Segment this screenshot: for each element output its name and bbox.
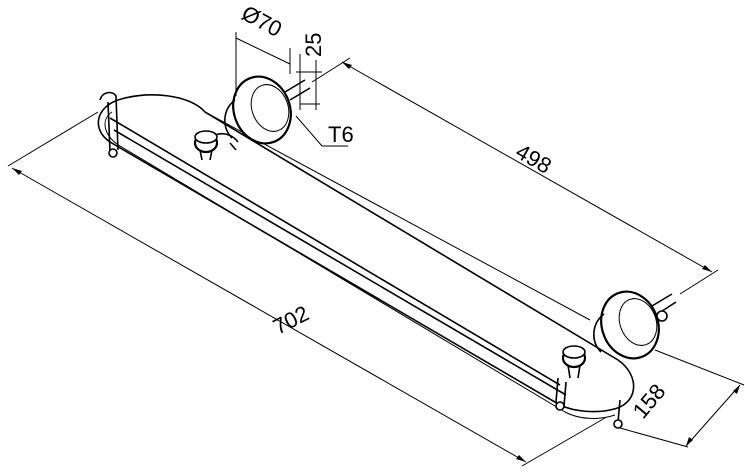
dim-498-label: 498 xyxy=(512,139,556,179)
dim-height-label: 25 xyxy=(301,33,326,57)
dimension-lines xyxy=(7,32,745,467)
dim-diameter-label: Ø70 xyxy=(238,0,286,42)
left-bracket xyxy=(193,75,311,161)
right-bracket xyxy=(561,290,677,379)
thread-label: T6 xyxy=(328,122,354,147)
dim-702-label: 702 xyxy=(269,301,313,340)
shelf xyxy=(97,91,635,429)
